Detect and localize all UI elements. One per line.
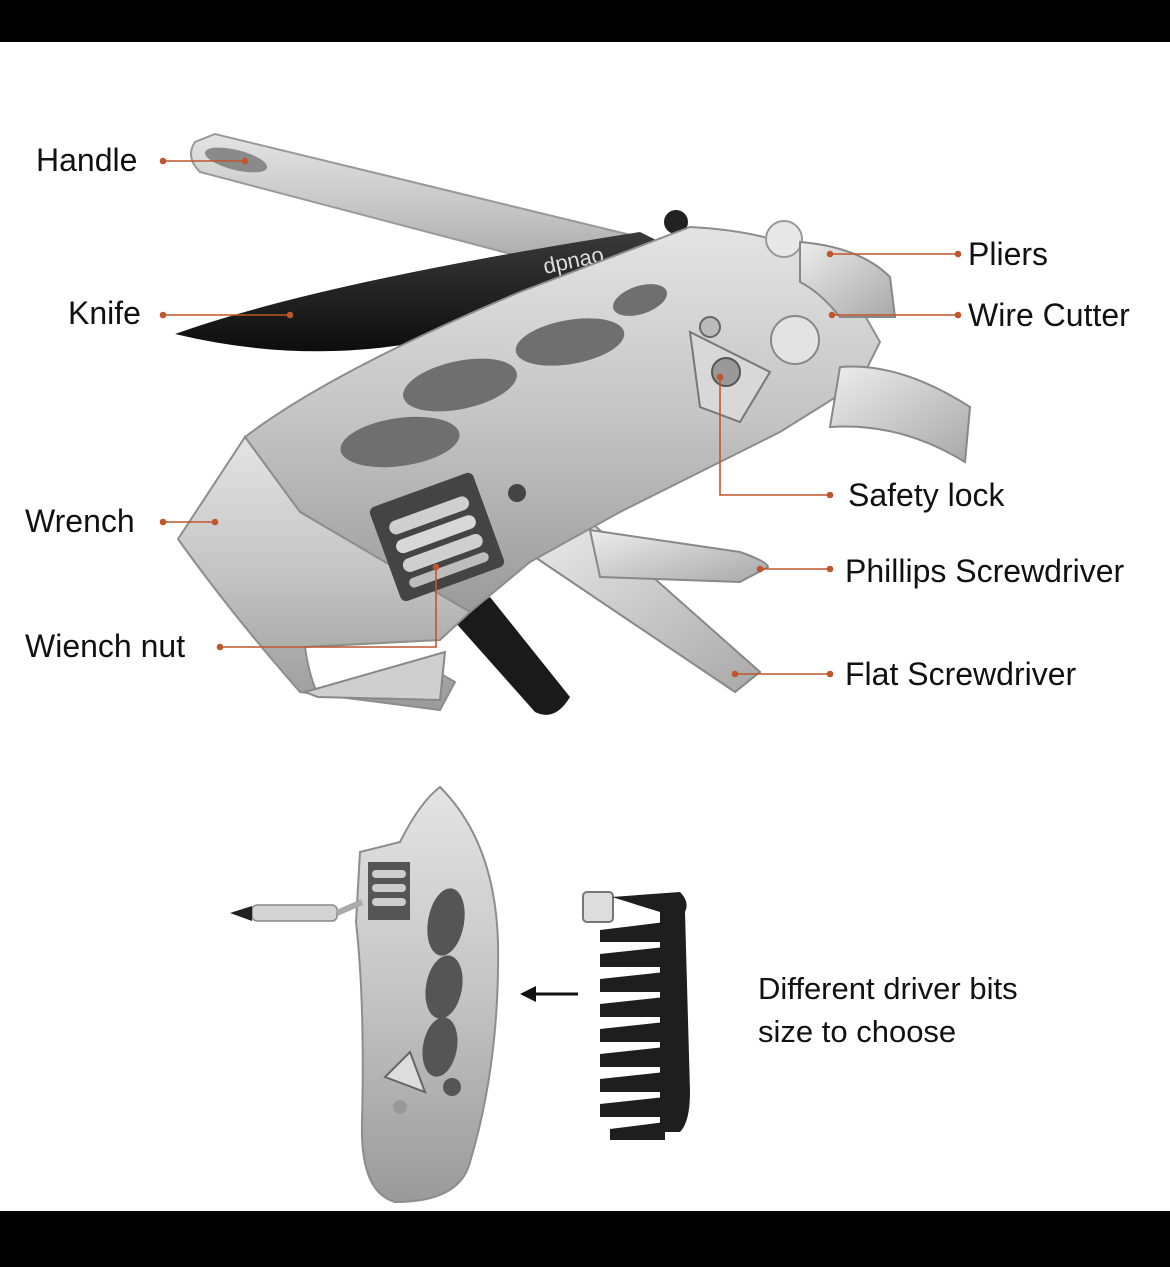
label-wire-cutter: Wire Cutter (968, 297, 1130, 333)
thumb-stud (664, 210, 688, 234)
driver-bit-set (582, 891, 690, 1140)
pliers-jaw-lower (828, 365, 972, 464)
multitool-illustration: dpnao (159, 132, 972, 1204)
caption-line-1: Different driver bits (758, 971, 1018, 1006)
body-cutout (515, 318, 625, 366)
label-pliers: Pliers (968, 236, 1049, 272)
file-tool (455, 597, 570, 715)
label-safety-lock: Safety lock (848, 477, 1005, 513)
label-wrench: Wrench (25, 503, 135, 539)
phillips-screwdriver (588, 528, 770, 584)
body-cutout (613, 284, 667, 316)
wrench-nut-coils (389, 496, 489, 588)
caption-driver-bits: Different driver bits size to choose (758, 967, 1018, 1053)
caption-line-2: size to choose (758, 1014, 957, 1049)
leader-lines (159, 157, 962, 678)
knife-blade (175, 232, 690, 352)
handle-hole (204, 147, 268, 173)
bit-extension (251, 904, 338, 922)
label-knife: Knife (68, 295, 141, 331)
body-cutout (403, 358, 517, 412)
label-handle: Handle (36, 142, 138, 178)
product-image: dpnao (0, 42, 1170, 1211)
body-cutout (340, 416, 460, 468)
pliers-jaw (799, 240, 897, 318)
label-wrench-nut: Wiench nut (25, 628, 186, 664)
label-flat-screwdriver: Flat Screwdriver (845, 656, 1077, 692)
label-phillips-screwdriver: Phillips Screwdriver (845, 553, 1125, 589)
wrench-jaw-lower (301, 650, 447, 702)
